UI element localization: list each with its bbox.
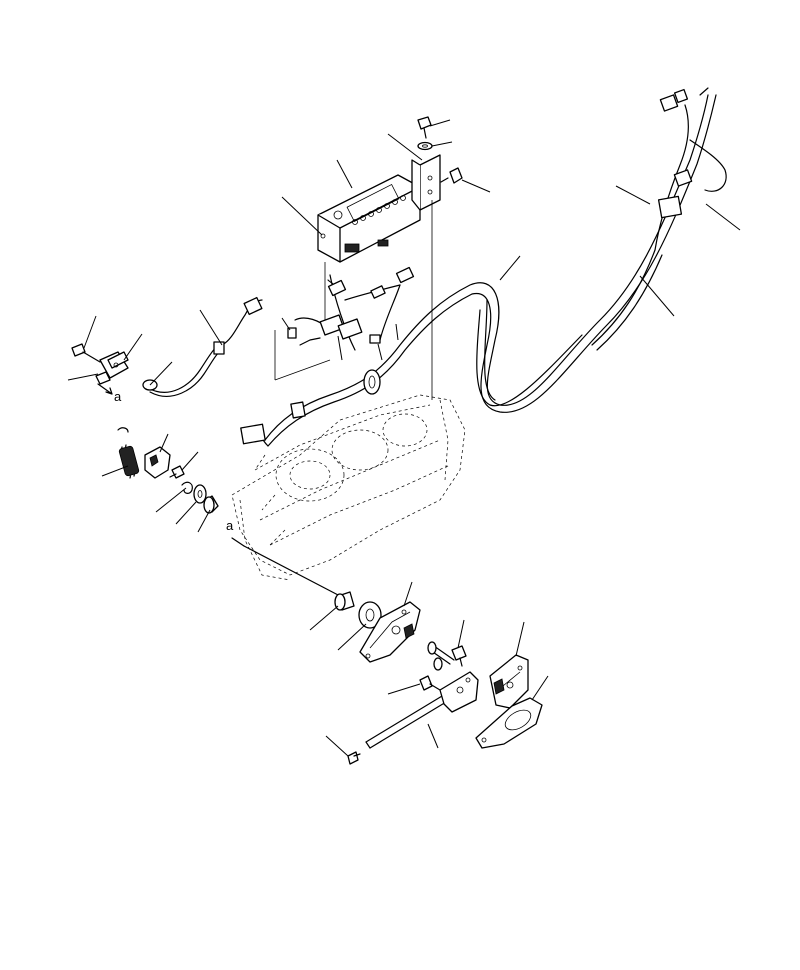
callout-arrow-left [97, 383, 113, 395]
nut-small [169, 465, 185, 479]
callout-a-left: a [114, 389, 122, 404]
shaft-arm [427, 641, 479, 713]
cover-plate [475, 697, 543, 749]
pedal-bracket [489, 654, 529, 709]
mounting-bracket [411, 154, 441, 211]
seal-ring [358, 601, 382, 629]
reference-lines [274, 200, 433, 400]
bolt-top [417, 116, 432, 139]
callout-a-shaft: a [226, 518, 234, 533]
leader-lines [67, 119, 741, 757]
clip-pin [181, 481, 193, 494]
wiring-harness [240, 87, 727, 447]
clamp-left [95, 371, 111, 385]
engine-block [231, 394, 466, 581]
bushing-mid [203, 495, 219, 514]
return-spring [117, 427, 140, 479]
screw-small [347, 751, 361, 765]
bushing-lower [334, 591, 355, 611]
callout-arrow-shaft [231, 537, 245, 547]
washer-top [417, 141, 433, 151]
lever-block [144, 446, 171, 479]
throttle-shaft [365, 689, 457, 749]
indicator-lamps [352, 195, 406, 225]
sensor-harness [142, 296, 263, 397]
bolt-left [71, 343, 101, 363]
bolt-side [440, 167, 463, 184]
washer-mid [193, 484, 207, 504]
bolt-arm [419, 675, 441, 691]
bolt-upper [451, 645, 467, 667]
lever-plate [359, 601, 421, 663]
shaft-axis-line [243, 545, 341, 597]
controller-box [317, 174, 421, 263]
